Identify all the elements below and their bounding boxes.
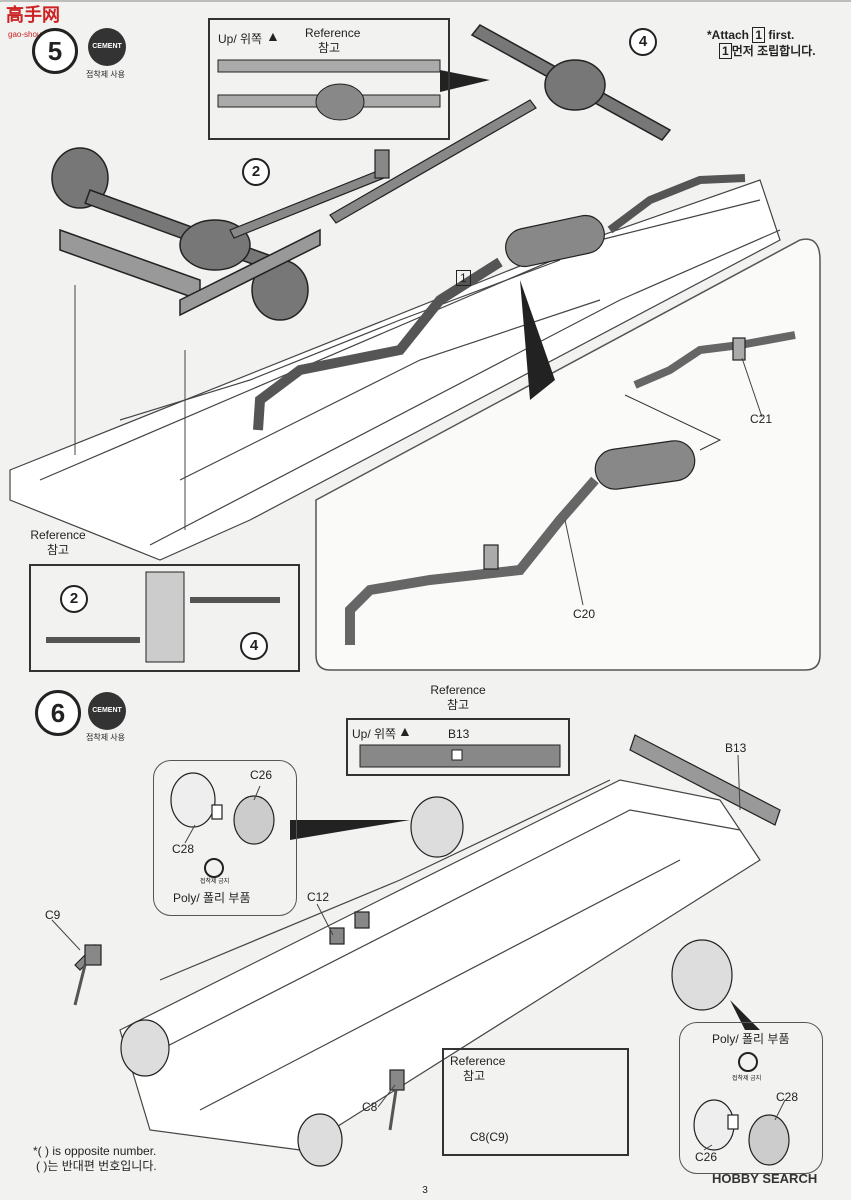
poly-inset-pointer: [290, 820, 410, 840]
poly-parts-drawing: [170, 772, 790, 1166]
part-c28-label-b: C28: [776, 1090, 799, 1104]
b13-ref-box: [346, 718, 570, 776]
wheels-step6: [120, 796, 733, 1167]
part-c8-label: C8: [362, 1100, 378, 1114]
b13-ref-label: B13: [448, 727, 470, 741]
pointer-arrow: [440, 70, 490, 92]
ref-lower-reference: Reference: [30, 528, 86, 542]
poly-label-2: Poly/ 폴리 부품: [712, 1032, 790, 1046]
page-number: 3: [422, 1185, 428, 1196]
box-marker-1: 1: [456, 270, 471, 286]
ref-box-reference: Reference: [305, 26, 361, 40]
step-number-6: 6: [35, 690, 81, 736]
subassembly-2-marker: 2: [242, 158, 270, 186]
part-c12-label: C12: [307, 890, 330, 904]
b13-bar-drawing: [629, 734, 781, 826]
ref-lower-marker-2: 2: [60, 585, 88, 613]
cement-icon: CEMENT: [88, 28, 126, 66]
step6-ref-inset-reference: Reference: [450, 1054, 506, 1068]
driveshaft-drawing: [229, 99, 537, 239]
ref-lower-box: [29, 564, 300, 672]
rear-axle-drawing: [470, 24, 672, 141]
cement-caption: 접착제 사용: [86, 70, 126, 79]
watermark-bottom: HOBBY SEARCH: [712, 1171, 818, 1186]
ref-lower-reference-kr: 참고: [46, 543, 70, 557]
step6-ref-inset-reference-kr: 참고: [463, 1069, 486, 1083]
part-c28-label-a: C28: [172, 842, 195, 856]
up-arrow-icon: ▲: [266, 28, 280, 44]
chassis-frame-step6: [119, 779, 761, 1151]
up-arrow-icon-6: ▲: [398, 723, 412, 739]
ref-box-up-label: Up/ 위쪽: [218, 32, 263, 46]
b13-ref-up-label: Up/ 위쪽: [352, 727, 397, 741]
poly-inset-1: [153, 760, 297, 916]
step-number-5: 5: [32, 28, 78, 74]
part-c8c9-label: C8(C9): [470, 1130, 509, 1144]
exhaust-inset-outline: [315, 238, 821, 671]
no-cement-icon-2: [738, 1052, 758, 1072]
ref-box-reference-kr: 참고: [318, 41, 341, 55]
no-cement-caption: 접착제 금지: [200, 879, 230, 885]
front-axle-drawing: [51, 147, 321, 321]
ref-lower-marker-4: 4: [240, 632, 268, 660]
poly-inset-2: [679, 1022, 823, 1174]
attach-note-line1: *Attach 1 first.: [707, 27, 795, 43]
part-b13-label: B13: [725, 741, 747, 755]
part-c26-label-a: C26: [250, 768, 273, 782]
poly-label-1: Poly/ 폴리 부품: [173, 891, 251, 905]
exhaust-installed-drawing: [253, 174, 746, 431]
no-cement-icon: [204, 858, 224, 878]
step6-ref-inset: [442, 1048, 629, 1156]
step6-reference: Reference: [430, 683, 486, 697]
part-c26-label-b: C26: [695, 1150, 718, 1164]
cement-caption-6: 접착제 사용: [86, 733, 126, 742]
ref-box-drawing: [217, 59, 441, 121]
ref-lower-drawing: [46, 571, 280, 663]
part-c20-label: C20: [573, 607, 596, 621]
inset-pointer: [520, 280, 555, 400]
shocks-drawing: [73, 911, 405, 1131]
watermark-top: 高手网: [6, 5, 60, 25]
footnote-line1: *( ) is opposite number.: [33, 1144, 157, 1158]
leader-lines: [51, 285, 786, 1151]
part-c9-label: C9: [45, 908, 61, 922]
no-cement-caption-2: 접착제 금지: [732, 1076, 762, 1082]
ref-box-top: [208, 18, 450, 140]
part-c21-label: C21: [750, 412, 773, 426]
watermark-top-url: gao-shou.com: [8, 30, 59, 39]
cement-icon-6: CEMENT: [88, 692, 126, 730]
exhaust-parts-drawing: [345, 331, 796, 645]
footnote-line2: ( )는 반대편 번호입니다.: [36, 1159, 157, 1173]
step6-reference-kr: 참고: [446, 698, 470, 712]
subassembly-4-marker: 4: [629, 28, 657, 56]
